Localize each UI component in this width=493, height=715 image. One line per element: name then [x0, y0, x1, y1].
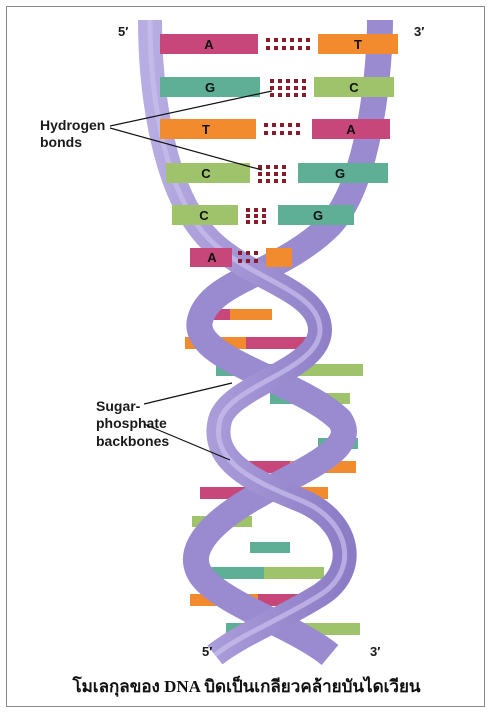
strand-end-top-right: 3′: [414, 24, 424, 39]
rung: [250, 542, 290, 553]
hydrogen-bond-dots: [258, 165, 286, 183]
base-letter-left: T: [202, 122, 210, 137]
base-pair-2: G C: [160, 77, 394, 97]
rung: [264, 567, 324, 579]
hydrogen-bonds-label-line2: bonds: [40, 134, 82, 150]
base-letter-right: A: [346, 122, 356, 137]
base-letter-left: A: [204, 37, 214, 52]
hydrogen-bond-dots: [264, 123, 300, 135]
base-pair-4: C G: [166, 163, 388, 183]
base-letter-right: C: [349, 80, 359, 95]
base-pair-1: A T: [160, 34, 398, 54]
hydrogen-bond-dots: [246, 208, 266, 224]
base-letter-left: C: [201, 166, 211, 181]
hydrogen-bond-dots: [270, 79, 306, 97]
base-pair-5: C G: [172, 205, 354, 225]
base-letter-left: C: [199, 208, 209, 223]
base-letter-left: G: [205, 80, 215, 95]
base-letter-right: G: [313, 208, 323, 223]
figure-caption: โมเลกุลของ DNA บิดเป็นเกลียวคล้ายบันไดเว…: [0, 673, 493, 700]
sugar-phosphate-label-line3: backbones: [96, 433, 169, 449]
hydrogen-bond-dots: [266, 38, 310, 50]
base-pair-3: T A: [160, 119, 390, 139]
base-letter-right: T: [354, 37, 362, 52]
sugar-phosphate-label-line1: Sugar-: [96, 398, 141, 414]
rung: [228, 309, 272, 320]
hydrogen-bonds-label-line1: Hydrogen: [40, 117, 105, 133]
strand-end-top-left: 5′: [118, 24, 128, 39]
strand-end-bottom-right: 3′: [370, 644, 380, 659]
strand-end-bottom-left: 5′: [202, 644, 212, 659]
base-letter-left: A: [207, 250, 217, 265]
base-letter-right: G: [335, 166, 345, 181]
base-block-right: [266, 248, 292, 267]
